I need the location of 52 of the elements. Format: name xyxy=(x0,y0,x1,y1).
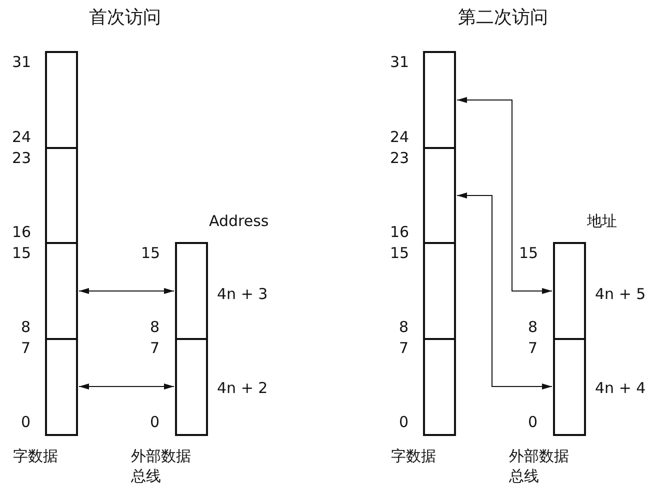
bit-number: 15 xyxy=(141,243,160,263)
register-cell xyxy=(45,242,78,340)
bit-number: 0 xyxy=(21,412,31,432)
bit-number: 23 xyxy=(12,148,32,168)
bit-number: 23 xyxy=(390,148,410,168)
register-cell xyxy=(175,242,208,340)
bit-number: 7 xyxy=(150,338,160,358)
double-arrow xyxy=(456,192,552,390)
column-caption: 外部数据总线 xyxy=(509,446,570,486)
panel-heading: 第二次访问 xyxy=(458,8,548,28)
double-arrow xyxy=(78,384,174,390)
bit-number: 31 xyxy=(390,52,410,72)
register-cell xyxy=(45,51,78,149)
address-label: 4n + 5 xyxy=(595,284,646,304)
double-arrow xyxy=(78,288,174,294)
register-cell xyxy=(553,242,586,340)
column-caption: 字数据 xyxy=(13,446,58,466)
register-cell xyxy=(45,338,78,436)
bit-number: 24 xyxy=(12,127,32,147)
bit-number: 8 xyxy=(21,317,31,337)
bit-number: 16 xyxy=(390,222,410,242)
bit-number: 24 xyxy=(390,127,410,147)
bit-number: 8 xyxy=(150,317,160,337)
address-label: 4n + 4 xyxy=(595,378,646,398)
bit-number: 15 xyxy=(519,243,538,263)
bit-number: 7 xyxy=(21,338,31,358)
register-cell xyxy=(423,338,456,436)
register-cell xyxy=(45,146,78,244)
panel-heading: 首次访问 xyxy=(89,8,161,28)
column-caption: 外部数据总线 xyxy=(131,446,192,486)
bit-number: 7 xyxy=(399,338,409,358)
bit-number: 16 xyxy=(12,222,32,242)
register-cell xyxy=(423,242,456,340)
bit-number: 8 xyxy=(399,317,409,337)
address-label: 4n + 3 xyxy=(217,284,268,304)
register-cell xyxy=(423,146,456,244)
register-cell xyxy=(423,51,456,149)
address-label: 4n + 2 xyxy=(217,378,268,398)
bit-number: 15 xyxy=(12,243,32,263)
bit-number: 0 xyxy=(528,412,538,432)
bit-number: 8 xyxy=(528,317,538,337)
bit-number: 7 xyxy=(528,338,538,358)
column-caption: 字数据 xyxy=(391,446,436,466)
bit-number: 0 xyxy=(399,412,409,432)
column-heading: 地址 xyxy=(587,211,617,231)
bit-number: 15 xyxy=(390,243,410,263)
bit-number: 31 xyxy=(12,52,32,72)
double-arrow xyxy=(456,97,552,294)
bit-number: 0 xyxy=(150,412,160,432)
register-cell xyxy=(175,338,208,436)
register-cell xyxy=(553,338,586,436)
column-heading: Address xyxy=(209,211,269,231)
